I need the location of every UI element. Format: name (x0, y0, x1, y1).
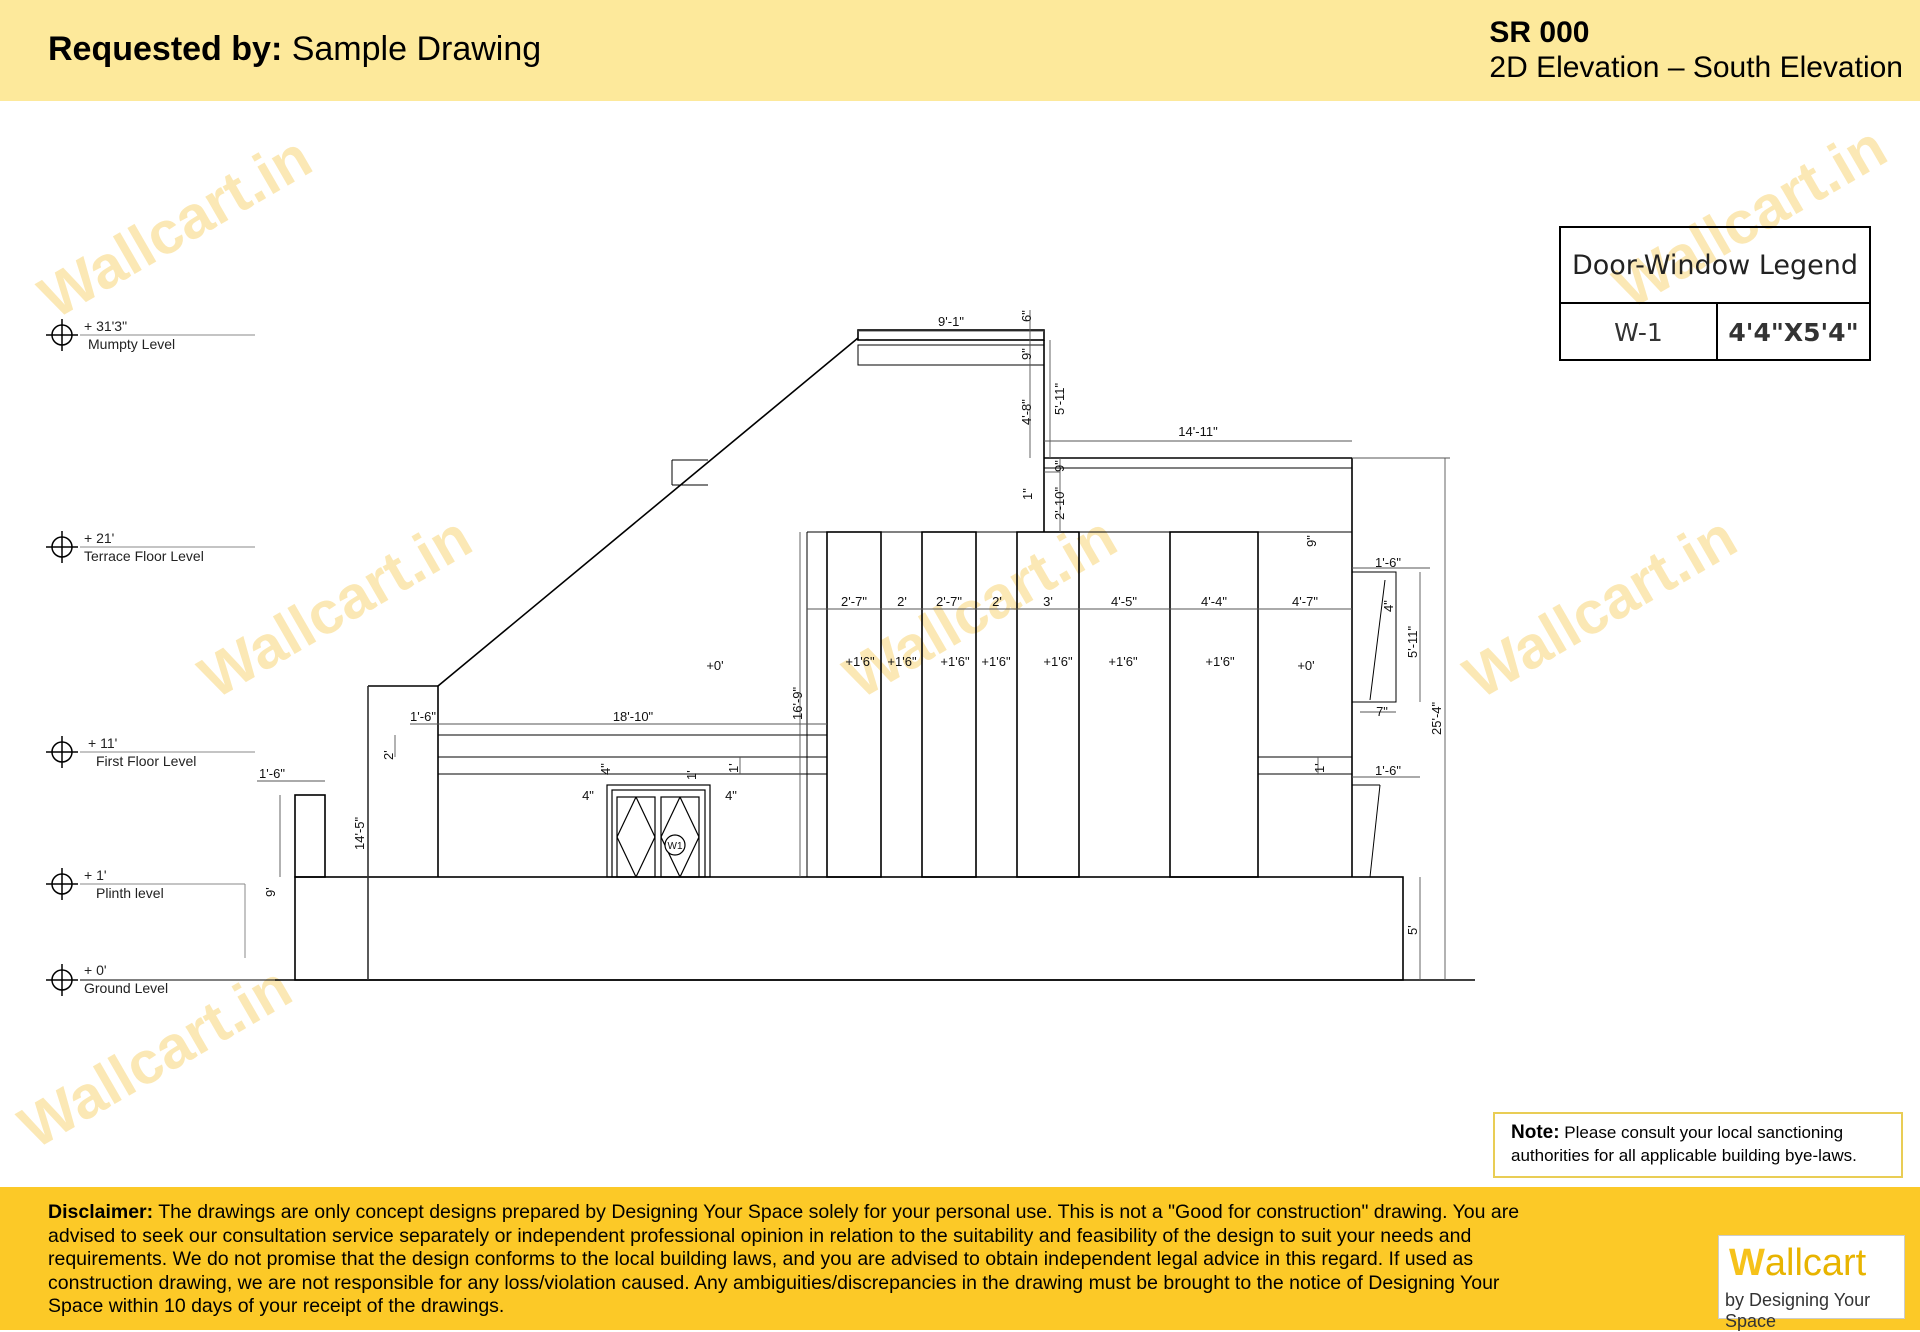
sheet-code: SR 000 (1489, 16, 1590, 49)
dim-col-2a: 2' (897, 594, 907, 609)
brand-tagline: by Designing Your Space (1725, 1290, 1871, 1331)
watermark-2: Wallcart.in (188, 503, 482, 712)
dim-l-1-6a: 1'-6" (410, 709, 436, 724)
dim-9b: 9" (1052, 460, 1067, 472)
elev-left: +0' (706, 658, 723, 673)
dim-9c: 9" (1304, 535, 1319, 547)
level-ground-value: + 0' (84, 962, 107, 978)
dim-l-4a: 4" (598, 763, 613, 775)
level-marker-first (46, 736, 255, 768)
level-marker-mumpty (46, 319, 255, 351)
level-ground-name: Ground Level (84, 980, 168, 996)
watermark-3: Wallcart.in (833, 503, 1127, 712)
level-plinth-value: + 1' (84, 867, 107, 883)
level-mumpty-value: + 31'3" (84, 318, 127, 334)
level-first-name: First Floor Level (96, 753, 196, 769)
watermark-1: Wallcart.in (28, 123, 322, 332)
level-marker-plinth (46, 868, 246, 958)
elev-7: +1'6" (1205, 654, 1235, 669)
footer-bar: Disclaimer: The drawings are only concep… (0, 1187, 1920, 1331)
dim-l-1b: 1' (684, 770, 699, 780)
requested-label: Requested by: (48, 30, 283, 68)
dim-1r: 1' (1312, 763, 1327, 773)
dim-col-4-4: 4'-4" (1201, 594, 1227, 609)
disclaimer-text: The drawings are only concept designs pr… (48, 1201, 1520, 1318)
dim-2-10: 2'-10" (1052, 486, 1067, 520)
elev-5: +1'6" (1043, 654, 1073, 669)
elev-2: +1'6" (887, 654, 917, 669)
sheet-title: 2D Elevation – South Elevation (1489, 51, 1903, 84)
note-text: Please consult your local sanctioning au… (1511, 1123, 1857, 1165)
dim-5-11a: 5'-11" (1052, 382, 1067, 415)
dim-col-4-5: 4'-5" (1111, 594, 1137, 609)
legend-code: W-1 (1561, 304, 1718, 361)
dimension-labels: 9'-1" 6" 9" 4'-8" 5'-11" 14'-11" 9" 1" 2… (259, 310, 1444, 935)
elevation-drawing: Wallcart.in Wallcart.in Wallcart.in Wall… (8, 113, 1897, 1162)
dim-4: 4" (1381, 600, 1396, 612)
legend-title: Door-Window Legend (1561, 228, 1869, 304)
dim-l-1-6b: 1'-6" (259, 766, 285, 781)
dim-col-2-7a: 2'-7" (841, 594, 867, 609)
dim-25-4: 25'-4" (1429, 701, 1444, 735)
elev-4: +1'6" (981, 654, 1011, 669)
level-marker-ground (46, 964, 275, 996)
dim-l-18-10: 18'-10" (613, 709, 654, 724)
dim-top-9: 9" (1019, 348, 1034, 360)
dim-4-8: 4'-8" (1019, 399, 1034, 425)
header-bar: Requested by: Sample Drawing SR 000 2D E… (0, 0, 1920, 101)
sheet-info: SR 000 2D Elevation – South Elevation (1489, 16, 1903, 86)
level-mumpty-name: Mumpty Level (88, 336, 175, 352)
note-box: Note: Please consult your local sanction… (1493, 1112, 1903, 1178)
level-marker-terrace (46, 531, 255, 563)
dim-col-4-7: 4'-7" (1292, 594, 1318, 609)
requested-by: Requested by: Sample Drawing (48, 30, 541, 69)
dimension-lines (257, 310, 1450, 980)
dim-top-width: 9'-1" (938, 314, 964, 329)
elev-6: +1'6" (1108, 654, 1138, 669)
dim-top-6: 6" (1019, 310, 1034, 322)
brand-initial: W (1729, 1242, 1765, 1284)
requested-value: Sample Drawing (291, 30, 542, 68)
elev-3: +1'6" (940, 654, 970, 669)
elevation-labels: +0' +1'6" +1'6" +1'6" +1'6" +1'6" +1'6" … (706, 654, 1314, 673)
disclaimer: Disclaimer: The drawings are only concep… (48, 1201, 1523, 1319)
dim-l-16-9: 16'-9" (790, 686, 805, 720)
dim-5-11b: 5'-11" (1405, 625, 1420, 658)
legend-size: 4'4"X5'4" (1728, 318, 1859, 347)
level-first-value: + 11' (88, 735, 117, 751)
dim-5: 5' (1405, 925, 1420, 935)
level-terrace-name: Terrace Floor Level (84, 548, 204, 564)
brand-logo: Wallcart by Designing Your Space (1718, 1235, 1905, 1331)
dim-col-2-7b: 2'-7" (936, 594, 962, 609)
level-markers (46, 319, 275, 996)
dim-1: 1" (1020, 488, 1035, 500)
level-plinth-name: Plinth level (96, 885, 164, 901)
building-outline (275, 329, 1475, 981)
dim-l-14-5: 14'-5" (352, 816, 367, 850)
dim-right-width: 14'-11" (1178, 424, 1218, 439)
elev-right: +0' (1297, 658, 1314, 673)
dim-l-2: 2' (381, 750, 396, 760)
dim-col-2b: 2' (992, 594, 1002, 609)
dim-l-4b: 4" (582, 788, 594, 803)
dim-7: 7" (1376, 704, 1388, 719)
elev-1: +1'6" (845, 654, 875, 669)
disclaimer-label: Disclaimer: (48, 1201, 154, 1223)
dim-l-9: 9' (263, 887, 278, 897)
dim-l-4c: 4" (725, 788, 737, 803)
window-tag: W1 (668, 841, 683, 852)
dim-1-6b: 1'-6" (1375, 763, 1401, 778)
legend-row: W-1 4'4"X5'4" (1561, 304, 1869, 361)
dim-col-3: 3' (1043, 594, 1053, 609)
brand-rest: allcart (1764, 1242, 1867, 1284)
note-label: Note: (1511, 1122, 1560, 1143)
dim-l-1: 1' (726, 763, 741, 773)
brand-wordmark: Wallcart (1729, 1242, 1866, 1285)
dim-1-6a: 1'-6" (1375, 555, 1401, 570)
door-window-legend: Door-Window Legend W-1 4'4"X5'4" (1559, 226, 1871, 361)
watermark-4: Wallcart.in (1453, 503, 1747, 712)
level-terrace-value: + 21' (84, 530, 114, 546)
window-w1 (606, 784, 711, 878)
level-labels: + 31'3" Mumpty Level + 21' Terrace Floor… (84, 318, 204, 996)
